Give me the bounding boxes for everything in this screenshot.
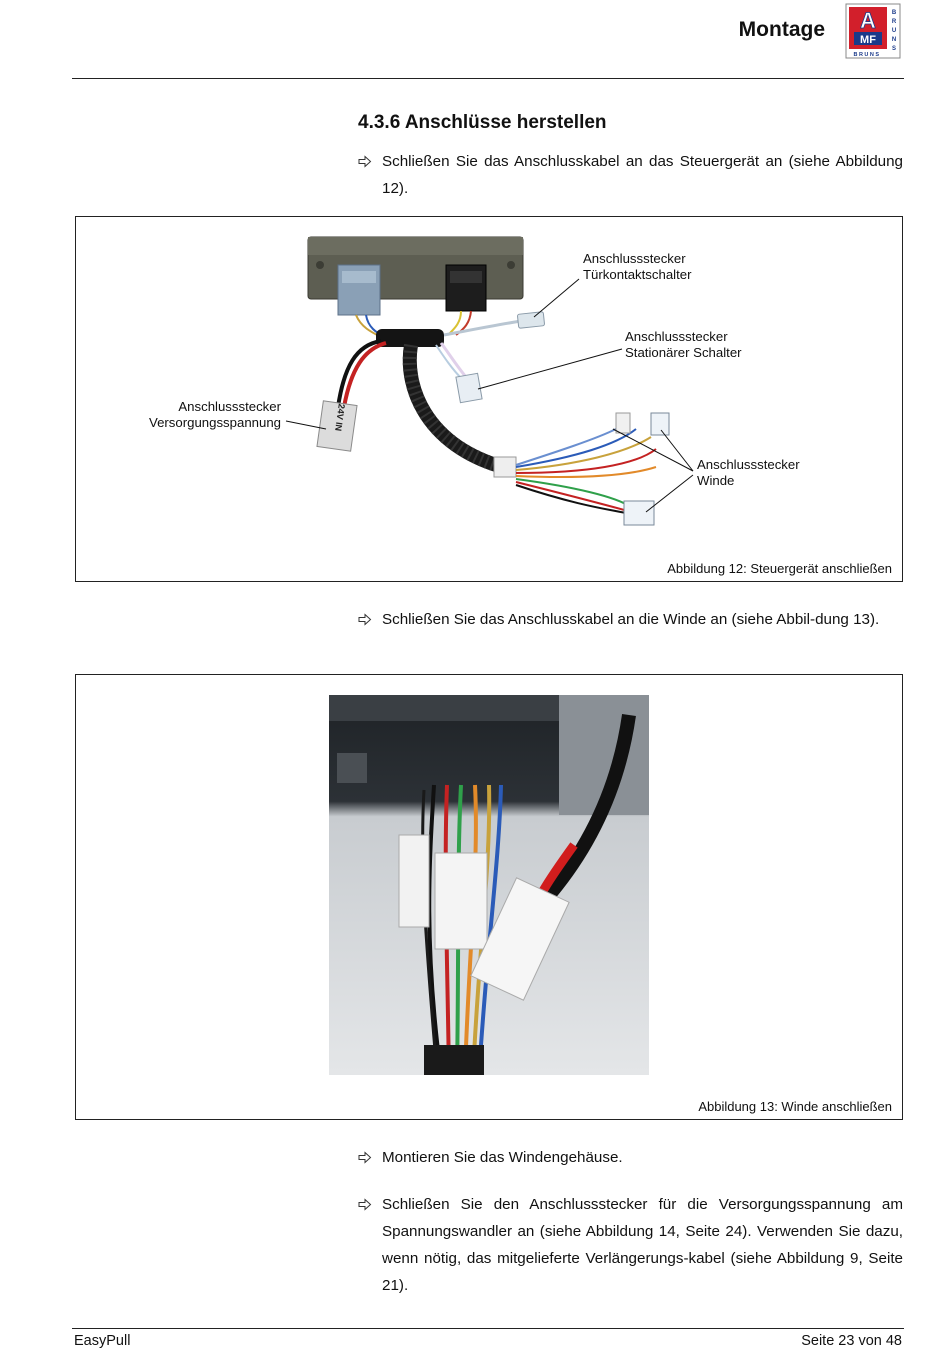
callout-winch: Anschlussstecker Winde (697, 457, 800, 488)
figure-12-caption: Abbildung 12: Steuergerät anschließen (667, 561, 892, 576)
instruction-step-4: Schließen Sie den Anschlussstecker für d… (358, 1191, 903, 1299)
arrow-right-icon (358, 155, 372, 168)
figure-13: Abbildung 13: Winde anschließen (75, 674, 903, 1120)
svg-text:S: S (892, 46, 896, 52)
figure-12: 24V IN Anschlussstecker Türkontaktschalt… (75, 216, 903, 582)
section-heading: 4.3.6 Anschlüsse herstellen (358, 112, 607, 133)
header-divider (72, 78, 904, 79)
arrow-right-icon (358, 613, 372, 626)
instruction-step-text: Montieren Sie das Windengehäuse. (382, 1149, 623, 1166)
svg-text:B: B (892, 10, 897, 16)
footer-product-name: EasyPull (74, 1333, 131, 1349)
callout-stationary-switch: Anschlussstecker Stationärer Schalter (625, 329, 742, 360)
instruction-step-text: Schließen Sie das Anschlusskabel an die … (382, 611, 880, 628)
instruction-step-2: Schließen Sie das Anschlusskabel an die … (358, 606, 903, 633)
callout-supply-voltage: Anschlussstecker Versorgungsspannung (149, 399, 281, 430)
instruction-step-text: Schließen Sie das Anschlusskabel an das … (382, 153, 903, 197)
instruction-step-3: Montieren Sie das Windengehäuse. (358, 1144, 903, 1171)
footer-page-number: Seite 23 von 48 (801, 1333, 902, 1349)
connector-label-24v: 24V IN (333, 403, 347, 432)
logo-letter-a: A (860, 8, 876, 33)
footer-divider (72, 1328, 904, 1329)
logo-bruns-bottom: BRUNS (853, 52, 880, 58)
winch-connection-photo (329, 695, 649, 1075)
instruction-step-1: Schließen Sie das Anschlusskabel an das … (358, 148, 903, 202)
svg-text:N: N (892, 37, 896, 43)
figure-13-caption: Abbildung 13: Winde anschließen (698, 1099, 892, 1114)
amf-bruns-logo: A MF BRUNS BRUNS (845, 3, 901, 59)
svg-text:R: R (892, 19, 897, 25)
arrow-right-icon (358, 1151, 372, 1164)
instruction-step-text: Schließen Sie den Anschlussstecker für d… (382, 1196, 903, 1294)
svg-text:U: U (892, 28, 896, 34)
page-header-title: Montage (738, 18, 825, 41)
logo-letters-mf: MF (860, 34, 876, 46)
control-unit-photo: 24V IN (285, 236, 694, 526)
arrow-right-icon (358, 1198, 372, 1211)
callout-door-contact-switch: Anschlussstecker Türkontaktschalter (583, 251, 692, 282)
